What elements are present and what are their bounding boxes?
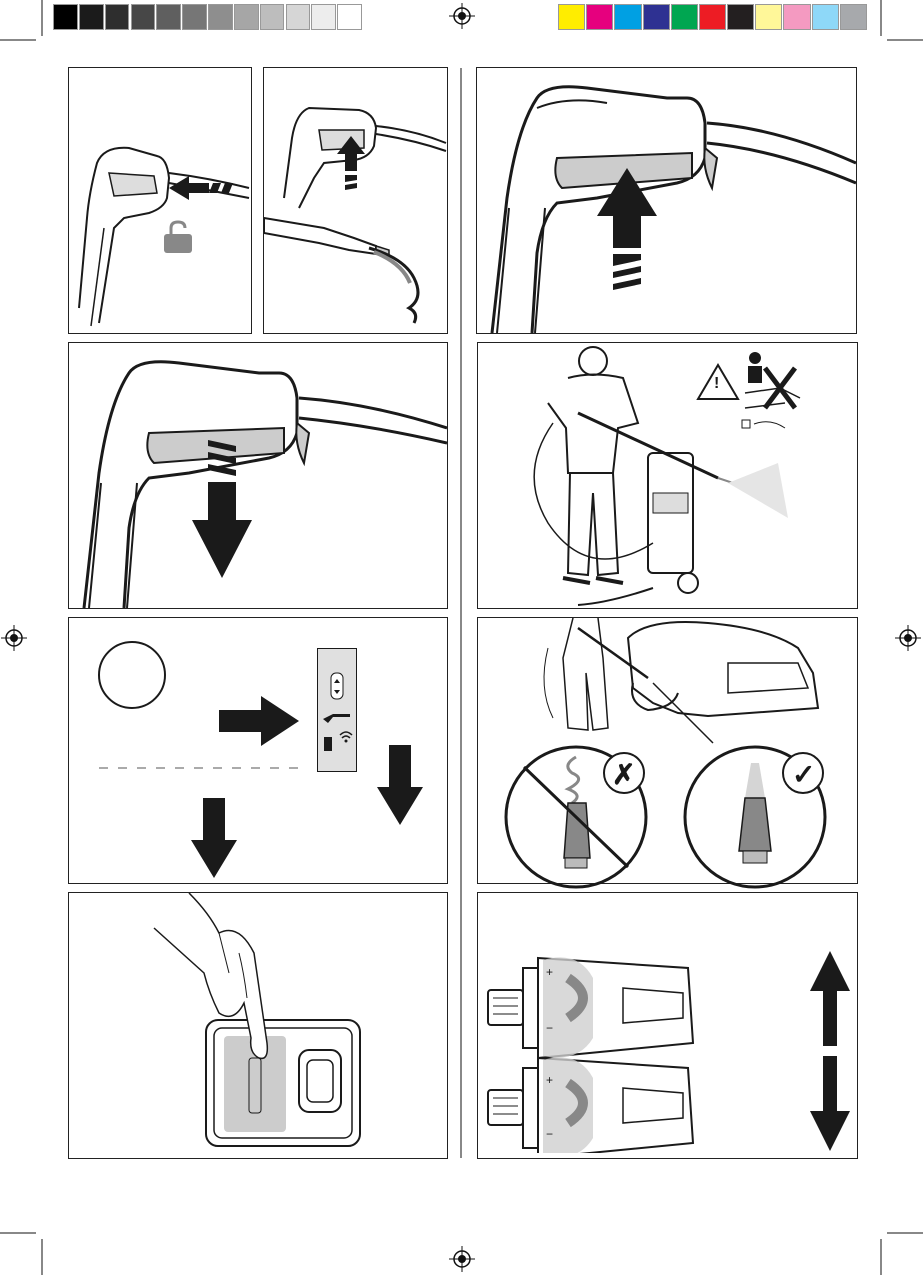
panel-control-panel bbox=[68, 617, 448, 884]
up-arrow-icon bbox=[336, 136, 366, 196]
panel-nozzle-usage: ✗ ✓ bbox=[477, 617, 858, 884]
handle-icon bbox=[264, 68, 447, 333]
panel-attach-lance bbox=[263, 67, 448, 334]
control-panel-icon bbox=[317, 648, 357, 772]
wrong-symbol: ✗ bbox=[612, 758, 635, 791]
circle-icon bbox=[97, 640, 167, 710]
push-arrow-icon bbox=[169, 173, 239, 203]
down-arrow-icon bbox=[377, 745, 423, 825]
panel-pull-trigger bbox=[476, 67, 857, 334]
down-arrow-icon bbox=[191, 798, 237, 878]
panel-unlock-trigger bbox=[68, 67, 252, 334]
panel-operating-position: ! bbox=[477, 342, 858, 609]
panel-release-trigger bbox=[68, 342, 448, 609]
unlock-icon bbox=[162, 220, 194, 254]
correct-symbol: ✓ bbox=[792, 758, 815, 791]
panel-press-switch bbox=[68, 892, 448, 1159]
handle-icon bbox=[69, 343, 447, 608]
dashed-separator-icon bbox=[99, 766, 299, 770]
panel-adjust-nozzle: + − + − bbox=[477, 892, 858, 1159]
no-spray-person-icon bbox=[740, 348, 810, 433]
big-up-arrow-icon bbox=[597, 168, 657, 303]
handle-icon bbox=[477, 68, 856, 333]
plus-symbol: + bbox=[546, 965, 553, 979]
minus-symbol: − bbox=[546, 1127, 553, 1141]
plus-symbol: + bbox=[546, 1073, 553, 1087]
minus-symbol: − bbox=[546, 1021, 553, 1035]
warning-symbol: ! bbox=[714, 375, 719, 393]
up-down-arrow-icon bbox=[810, 951, 850, 1151]
nozzle-rotate-icon bbox=[483, 948, 713, 1153]
right-arrow-icon bbox=[219, 696, 299, 746]
hand-pressing-icon bbox=[149, 893, 299, 1093]
big-down-arrow-icon bbox=[192, 440, 252, 580]
